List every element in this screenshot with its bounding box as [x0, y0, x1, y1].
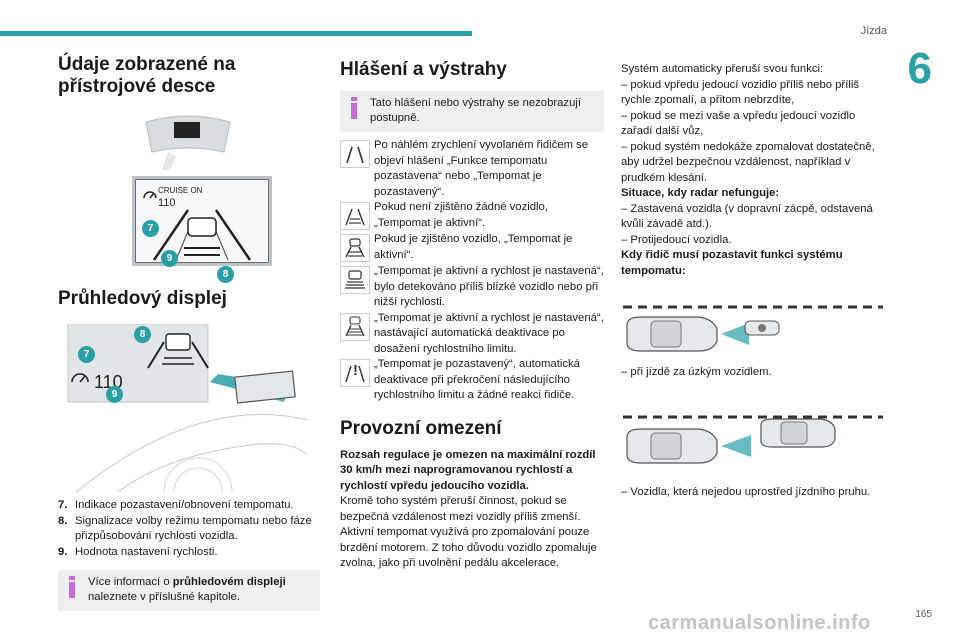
message-item: Pokud není zjištěno žádné vozidlo, „Temp…: [340, 200, 604, 232]
heading-instrument-panel: Údaje zobrazené na přístrojové desce: [58, 54, 236, 97]
caption-offset-vehicle: – Vozidla, která nejedou uprostřed jízdn…: [621, 485, 871, 498]
lane-lines-icon: [340, 140, 370, 168]
heading-limitations: Provozní omezení: [340, 417, 502, 439]
cluster-cruise-label: CRUISE ON: [158, 186, 203, 195]
message-item: „Tempomat je aktivní a rychlost je nasta…: [340, 311, 604, 358]
info-box-hud: Více informací o průhledovém displeji na…: [58, 570, 320, 611]
legend-item-8: 8.Signalizace volby režimu tempomatu neb…: [58, 514, 312, 543]
cluster-speed: 110: [158, 197, 176, 209]
speed-limit-icon: [340, 312, 370, 341]
message-item: Po náhlém zrychlení vyvolaném řidičem se…: [340, 138, 604, 200]
vehicle-detected-icon: [340, 234, 370, 262]
column-messages: Hlášení a výstrahy Tato hlášení nebo výs…: [340, 54, 604, 572]
callout-badge-8: 8: [217, 266, 234, 283]
offset-vehicle-figure: [621, 407, 883, 469]
caption-narrow-vehicle: – při jízdě za úzkým vozidlem.: [621, 366, 772, 378]
callout-badge-9: 9: [161, 250, 178, 267]
hud-figure: 110 8 7 9: [58, 323, 320, 527]
narrow-vehicle-illustration: [623, 305, 883, 352]
cluster-lead-vehicle-icon: [187, 217, 217, 237]
vehicle-close-icon: [340, 266, 370, 294]
callout-badge-7: 7: [142, 220, 159, 237]
page-number: 165: [915, 609, 932, 620]
message-item: Pokud je zjištěno vozidlo, „Tempomat je …: [340, 232, 604, 264]
cluster-illustration: CRUISE ON 110: [132, 115, 272, 266]
message-list: Po náhlém zrychlení vyvolaném řidičem se…: [340, 138, 604, 404]
chapter-number: 6: [907, 44, 932, 93]
cluster-figure: CRUISE ON 110 7 9 8: [58, 108, 320, 283]
interrupt-item-1: – pokud vpředu jedoucí vozidlo příliš ne…: [621, 78, 860, 107]
info-box-messages: Tato hlášení nebo výstrahy se nezobrazuj…: [340, 91, 604, 132]
heading-messages: Hlášení a výstrahy: [340, 59, 507, 80]
hud-callout-badge-8: 8: [134, 326, 151, 343]
must-pause-title: Kdy řidič musí pozastavit funkci systému…: [621, 249, 843, 277]
figure-legend: 7.Indikace pozastavení/obnovení tempomat…: [58, 498, 320, 560]
legend-item-9: 9.Hodnota nastavení rychlosti.: [58, 545, 218, 558]
message-item: ! „Tempomat je pozastavený“, automatická…: [340, 357, 604, 404]
hud-link-text: průhledovém displeji: [172, 576, 286, 588]
limitations-text: Kromě toho systém přeruší činnost, pokud…: [340, 495, 597, 569]
message-item: „Tempomat je aktivní a rychlost je nasta…: [340, 264, 604, 311]
interrupt-intro: Systém automaticky přeruší svou funkci:: [621, 63, 824, 75]
hud-lead-vehicle-icon: [165, 333, 191, 351]
warning-mark: !: [353, 362, 358, 379]
radar-title: Situace, kdy radar nefunguje:: [621, 187, 780, 199]
radar-item-1: – Zastavená vozidla (v dopravní zácpě, o…: [621, 202, 873, 231]
chapter-label: Jízda: [860, 25, 887, 37]
hud-callout-badge-7: 7: [78, 346, 95, 363]
info-icon: [348, 97, 360, 119]
narrow-vehicle-figure: [621, 295, 883, 357]
column-conditions: Systém automaticky přeruší svou funkci: …: [621, 62, 883, 500]
cluster-cruise-icon: [143, 191, 157, 199]
column-instrument-panel: Údaje zobrazené na přístrojové desce CRU…: [58, 54, 320, 611]
interrupt-item-3: – pokud systém nedokáže zpomalovat dosta…: [621, 140, 875, 184]
header-accent-bar: [0, 31, 472, 36]
limitations-bold-text: Rozsah regulace je omezen na maximální r…: [340, 448, 596, 492]
heading-hud: Průhledový displej: [58, 288, 227, 309]
legend-item-7: 7.Indikace pozastavení/obnovení tempomat…: [58, 499, 294, 511]
interrupt-item-2: – pokud se mezi vaše a vpředu jedoucí vo…: [621, 109, 856, 138]
warning-icon: !: [340, 359, 370, 387]
radar-item-2: – Protijedoucí vozidla.: [621, 233, 732, 246]
info-icon: [66, 576, 78, 598]
hud-cruise-icon: [71, 373, 89, 383]
empty-road-icon: [340, 202, 370, 230]
hud-illustration: 110: [67, 323, 309, 527]
hud-callout-badge-9: 9: [106, 386, 123, 403]
offset-vehicle-illustration: [623, 415, 883, 464]
watermark: carmanualsonline.info: [648, 612, 871, 634]
